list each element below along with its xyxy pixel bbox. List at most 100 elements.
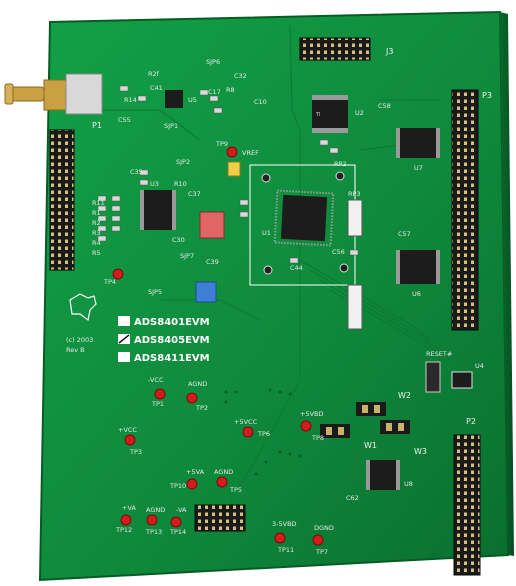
p5va-label: +5VA (186, 468, 205, 476)
dgnd-label: DGND (314, 524, 334, 532)
tp11-label: TP11 (277, 546, 294, 554)
r11-label: R11 (92, 199, 105, 207)
reset-label: RESET# (426, 350, 452, 358)
r5-label: R5 (92, 249, 101, 257)
neg-va-label: -VA (176, 506, 187, 514)
jumper-blocks (320, 402, 410, 438)
sjp6-label: SJP6 (206, 58, 220, 66)
connector-p2: P2 (453, 417, 481, 576)
u2-label: U2 (355, 109, 364, 117)
j3-label: J3 (385, 47, 393, 56)
agnd3-label: AGND (146, 506, 165, 514)
chip-u7 (396, 128, 440, 158)
c62-label: C62 (346, 494, 359, 502)
pva-label: +VA (122, 504, 136, 512)
testpoint-tp4[interactable] (112, 268, 124, 280)
testpoint-tp14[interactable] (170, 516, 182, 528)
variant-name-0: ADS8401EVM (134, 317, 210, 328)
variant-box-0 (118, 316, 130, 326)
pos-vcc-label: +VCC (118, 426, 137, 434)
c56-label: C56 (332, 248, 345, 256)
testpoint-tp8[interactable] (300, 420, 312, 432)
connector-j3: J3 (299, 37, 393, 61)
p2-label: P2 (466, 417, 476, 426)
p3-label: P3 (482, 91, 492, 100)
passive-components (97, 85, 359, 264)
w2-label: W2 (398, 391, 411, 400)
c10-label: C10 (254, 98, 267, 106)
neg-vcc-label: -VCC (148, 376, 164, 384)
connector-p1: P1 (49, 121, 102, 271)
testpoint-tp13[interactable] (146, 514, 158, 526)
variant-name-2: ADS8411EVM (134, 353, 210, 364)
tp7-label: TP7 (315, 548, 328, 556)
revision-label: Rev B (66, 346, 85, 354)
chip-u6 (396, 250, 440, 284)
tp14-label: TP14 (169, 528, 186, 536)
chip-u5 (165, 90, 183, 108)
tp3-label: TP3 (129, 448, 142, 456)
testpoint-tp1[interactable] (154, 388, 166, 400)
tp9-label: TP9 (215, 140, 228, 148)
vbd-label: 3-5VBD (272, 520, 297, 528)
c37-label: C37 (188, 190, 201, 198)
agnd2-label: AGND (214, 468, 233, 476)
via-dots (224, 388, 302, 476)
pcb-board (38, 10, 510, 582)
chip-u8 (366, 460, 400, 490)
p1-label: P1 (92, 121, 102, 130)
copyright-label: (c) 2003 (66, 336, 93, 344)
testpoint-tp2[interactable] (186, 392, 198, 404)
r2-label: R2 (92, 219, 101, 227)
r1-label: R1 (92, 209, 101, 217)
capacitor-yellow (227, 161, 241, 177)
svg-text:TI: TI (315, 112, 321, 118)
u8-label: U8 (404, 480, 413, 488)
tp13-label: TP13 (145, 528, 162, 536)
u7-label: U7 (414, 164, 423, 172)
c17-label: C17 (208, 88, 221, 96)
c30-label: C30 (172, 236, 185, 244)
w3-label: W3 (414, 447, 427, 456)
c58-label: C58 (378, 102, 391, 110)
testpoint-tp3[interactable] (124, 434, 136, 446)
variant-list: ADS8401EVM ADS8405EVM ADS8411EVM (118, 316, 210, 364)
r14-label: R14 (124, 96, 137, 104)
tp12-label: TP12 (115, 526, 132, 534)
potentiometer (195, 281, 217, 303)
testpoint-tp11[interactable] (274, 532, 286, 544)
testpoint-tp6[interactable] (242, 426, 254, 438)
u1-label: U1 (262, 229, 271, 237)
u4-label: U4 (475, 362, 484, 370)
tp1-label: TP1 (151, 400, 164, 408)
testpoint-tp7[interactable] (312, 534, 324, 546)
p5vbd-label: +5VBD (300, 410, 324, 418)
ti-logo (69, 293, 97, 322)
connector-power-header (194, 504, 246, 532)
chip-u2: TI (312, 95, 348, 133)
rp2-label: RP2 (334, 160, 347, 168)
w1-label: W1 (364, 441, 377, 450)
agnd-label: AGND (188, 380, 207, 388)
sjp1-label: SJP1 (164, 122, 178, 130)
r4-label: R4 (92, 239, 101, 247)
testpoint-tp5[interactable] (216, 476, 228, 488)
r8-label: R8 (226, 86, 235, 94)
reset-switch (425, 361, 441, 393)
tp2-label: TP2 (195, 404, 208, 412)
test-points: TP4 -VCC TP1 AGND TP2 +VCC TP3 +5VCC TP6… (103, 268, 334, 556)
tp8-label: TP8 (311, 434, 324, 442)
sjp5-label: SJP5 (148, 288, 162, 296)
r10-label: R10 (174, 180, 187, 188)
testpoint-tp12[interactable] (120, 514, 132, 526)
c44-label: C44 (290, 264, 303, 272)
testpoint-tp10[interactable] (186, 478, 198, 490)
variant-checkmark-icon (118, 334, 130, 344)
testpoint-tp9[interactable] (226, 146, 238, 158)
u3-label: U3 (150, 180, 159, 188)
c41-label: C41 (150, 84, 163, 92)
rp3-label: RP3 (348, 190, 361, 198)
c57-label: C57 (398, 230, 411, 238)
c32-label: C32 (234, 72, 247, 80)
